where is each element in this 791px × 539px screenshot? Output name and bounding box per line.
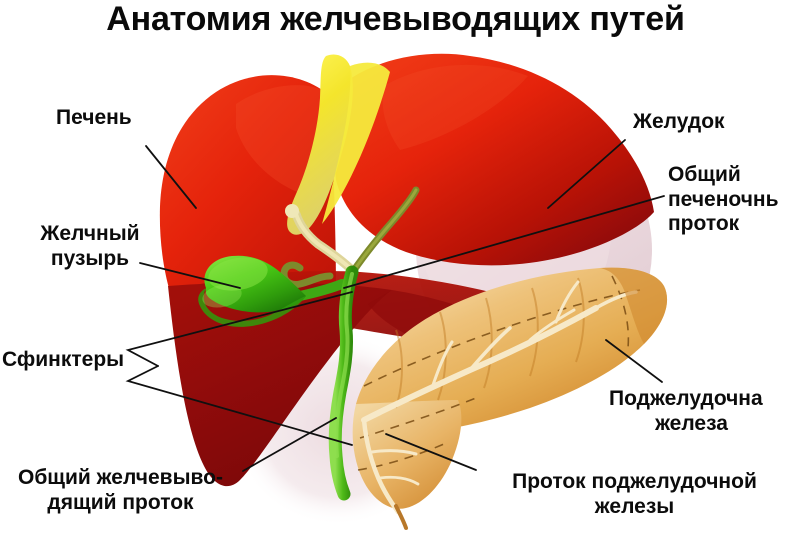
label-gallbladder-line1: Желчный <box>40 222 140 245</box>
leader-sphincters <box>125 291 353 367</box>
liver-organ <box>159 53 654 487</box>
leader-gallbladder <box>139 262 241 289</box>
label-pancreas-line1: Поджелудочна <box>609 387 763 410</box>
label-common-hepatic-duct-line1: Общий <box>668 163 741 186</box>
label-pancreas: Поджелудочна железа <box>609 387 791 436</box>
label-pancreatic-duct-line1: Проток поджелудочной <box>512 470 757 493</box>
label-pancreatic-duct: Проток поджелудочной железы <box>478 470 791 519</box>
falciform-ligament <box>285 54 390 277</box>
leader-common-hepatic-duct <box>343 195 665 289</box>
leader-common-bile-duct <box>242 417 337 472</box>
label-common-hepatic-duct-line2: печеночнь <box>668 187 779 211</box>
label-gallbladder-line2: пузырь <box>50 246 130 270</box>
label-common-bile-duct-line1: Общий желчевыво- <box>18 466 223 489</box>
leader-lines <box>125 139 665 472</box>
leader-pancreas <box>605 339 663 383</box>
label-stomach: Желудок <box>633 110 725 135</box>
leader-pancreatic-duct <box>385 433 477 471</box>
label-sphincters-line1: Сфинктеры <box>2 348 125 371</box>
label-sphincters: Сфинктеры <box>2 348 124 373</box>
pancreas-organ <box>352 267 668 530</box>
page-title: Анатомия желчевыводящих путей <box>106 0 685 38</box>
label-pancreatic-duct-line2: железы <box>594 494 675 518</box>
label-common-hepatic-duct-line3: проток <box>668 212 740 236</box>
label-gallbladder: Желчный пузырь <box>18 222 162 271</box>
gallbladder-organ <box>198 255 306 327</box>
label-common-hepatic-duct: Общий печеночнь проток <box>668 163 791 237</box>
leader-liver <box>145 145 197 209</box>
label-liver: Печень <box>56 106 132 131</box>
label-common-bile-duct-line2: дящий проток <box>47 490 194 514</box>
label-pancreas-line2: железа <box>655 411 728 435</box>
leader-stomach <box>547 139 626 209</box>
leader-sphincters-2 <box>125 365 353 446</box>
label-stomach-line1: Желудок <box>633 110 725 133</box>
label-common-bile-duct: Общий желчевыво- дящий проток <box>18 466 223 515</box>
label-liver-line1: Печень <box>56 106 132 129</box>
